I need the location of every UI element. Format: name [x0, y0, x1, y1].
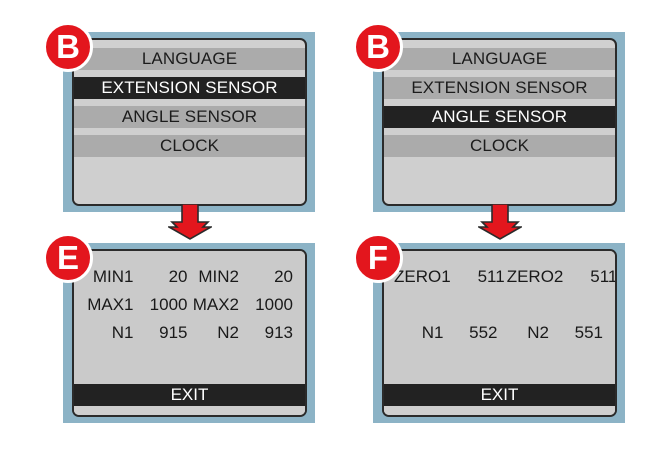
- value-label: N1: [111, 323, 134, 342]
- step-badge-b-right: B: [353, 22, 403, 72]
- value-cell-n2: N2 913: [190, 323, 296, 343]
- exit-button-f[interactable]: EXIT: [384, 384, 615, 406]
- menu-divider: [384, 70, 615, 77]
- value-number: 20: [168, 267, 188, 286]
- menu-empty-area: [74, 157, 305, 204]
- value-label: ZERO1: [394, 267, 451, 286]
- value-number: 511: [590, 267, 617, 286]
- menu-item-extension-sensor[interactable]: EXTENSION SENSOR: [74, 77, 305, 99]
- value-cell-zero2: ZERO2 511: [506, 267, 617, 287]
- value-rows-e: MIN1 20 MIN2 20 MAX1 1000 MAX2 1: [74, 251, 305, 384]
- value-cell-n1: N1 552: [394, 323, 500, 343]
- menu-divider: [384, 128, 615, 135]
- lcd-screen-f: ZERO1 511 ZERO2 511: [382, 249, 617, 417]
- menu-item-clock[interactable]: CLOCK: [384, 135, 615, 157]
- menu-empty-area: [384, 157, 615, 204]
- menu-item-extension-sensor[interactable]: EXTENSION SENSOR: [384, 77, 615, 99]
- value-rows-f: ZERO1 511 ZERO2 511: [384, 251, 615, 384]
- value-cell-n2: N2 551: [500, 323, 606, 343]
- arrow-down-right: [478, 204, 522, 240]
- lcd-screen-b-right: LANGUAGE EXTENSION SENSOR ANGLE SENSOR C…: [382, 38, 617, 206]
- value-cell-max2: MAX2 1000: [190, 295, 296, 315]
- value-number: 915: [159, 323, 188, 342]
- menu-item-angle-sensor[interactable]: ANGLE SENSOR: [384, 106, 615, 128]
- screen-footer: [74, 406, 305, 415]
- value-label: MAX2: [192, 295, 239, 314]
- menu-divider: [74, 128, 305, 135]
- menu-divider: [74, 70, 305, 77]
- value-cell-max1: MAX1 1000: [84, 295, 190, 315]
- value-label: MIN2: [198, 267, 239, 286]
- value-number: 20: [274, 267, 293, 286]
- menu-divider: [74, 99, 305, 106]
- menu-divider: [384, 99, 615, 106]
- value-label: N2: [217, 323, 239, 342]
- value-number: 1000: [149, 295, 188, 314]
- lcd-screen-b-left: LANGUAGE EXTENSION SENSOR ANGLE SENSOR C…: [72, 38, 307, 206]
- value-cell-min1: MIN1 20: [84, 267, 190, 287]
- value-number: 552: [469, 323, 498, 342]
- exit-button-e[interactable]: EXIT: [74, 384, 305, 406]
- value-number: 511: [477, 267, 505, 286]
- value-label: MAX1: [87, 295, 134, 314]
- value-label: MIN1: [92, 267, 134, 286]
- value-row: MAX1 1000 MAX2 1000: [84, 291, 295, 319]
- arrow-down-left: [168, 204, 212, 240]
- screen-footer: [384, 406, 615, 415]
- menu-item-clock[interactable]: CLOCK: [74, 135, 305, 157]
- value-label: N2: [527, 323, 549, 342]
- value-row-empty: [394, 291, 605, 319]
- menu-list-b-left: LANGUAGE EXTENSION SENSOR ANGLE SENSOR C…: [74, 40, 305, 204]
- value-row: ZERO1 511 ZERO2 511: [394, 263, 615, 291]
- menu-item-language[interactable]: LANGUAGE: [74, 48, 305, 70]
- step-badge-f: F: [353, 233, 403, 283]
- value-screen-f: ZERO1 511 ZERO2 511: [384, 251, 615, 415]
- value-screen-e: MIN1 20 MIN2 20 MAX1 1000 MAX2 1: [74, 251, 305, 415]
- value-row: N1 915 N2 913: [84, 319, 295, 347]
- value-row: N1 552 N2 551: [394, 319, 605, 347]
- value-cell-n1: N1 915: [84, 323, 190, 343]
- step-badge-b-left: B: [43, 22, 93, 72]
- value-label: ZERO2: [506, 267, 564, 286]
- value-label: N1: [421, 323, 444, 342]
- menu-item-angle-sensor[interactable]: ANGLE SENSOR: [74, 106, 305, 128]
- step-badge-e: E: [43, 233, 93, 283]
- menu-item-language[interactable]: LANGUAGE: [384, 48, 615, 70]
- value-cell-min2: MIN2 20: [190, 267, 296, 287]
- value-number: 913: [264, 323, 293, 342]
- lcd-screen-e: MIN1 20 MIN2 20 MAX1 1000 MAX2 1: [72, 249, 307, 417]
- value-row: MIN1 20 MIN2 20: [84, 263, 295, 291]
- value-number: 1000: [255, 295, 293, 314]
- menu-list-b-right: LANGUAGE EXTENSION SENSOR ANGLE SENSOR C…: [384, 40, 615, 204]
- value-number: 551: [574, 323, 603, 342]
- value-cell-zero1: ZERO1 511: [394, 267, 507, 287]
